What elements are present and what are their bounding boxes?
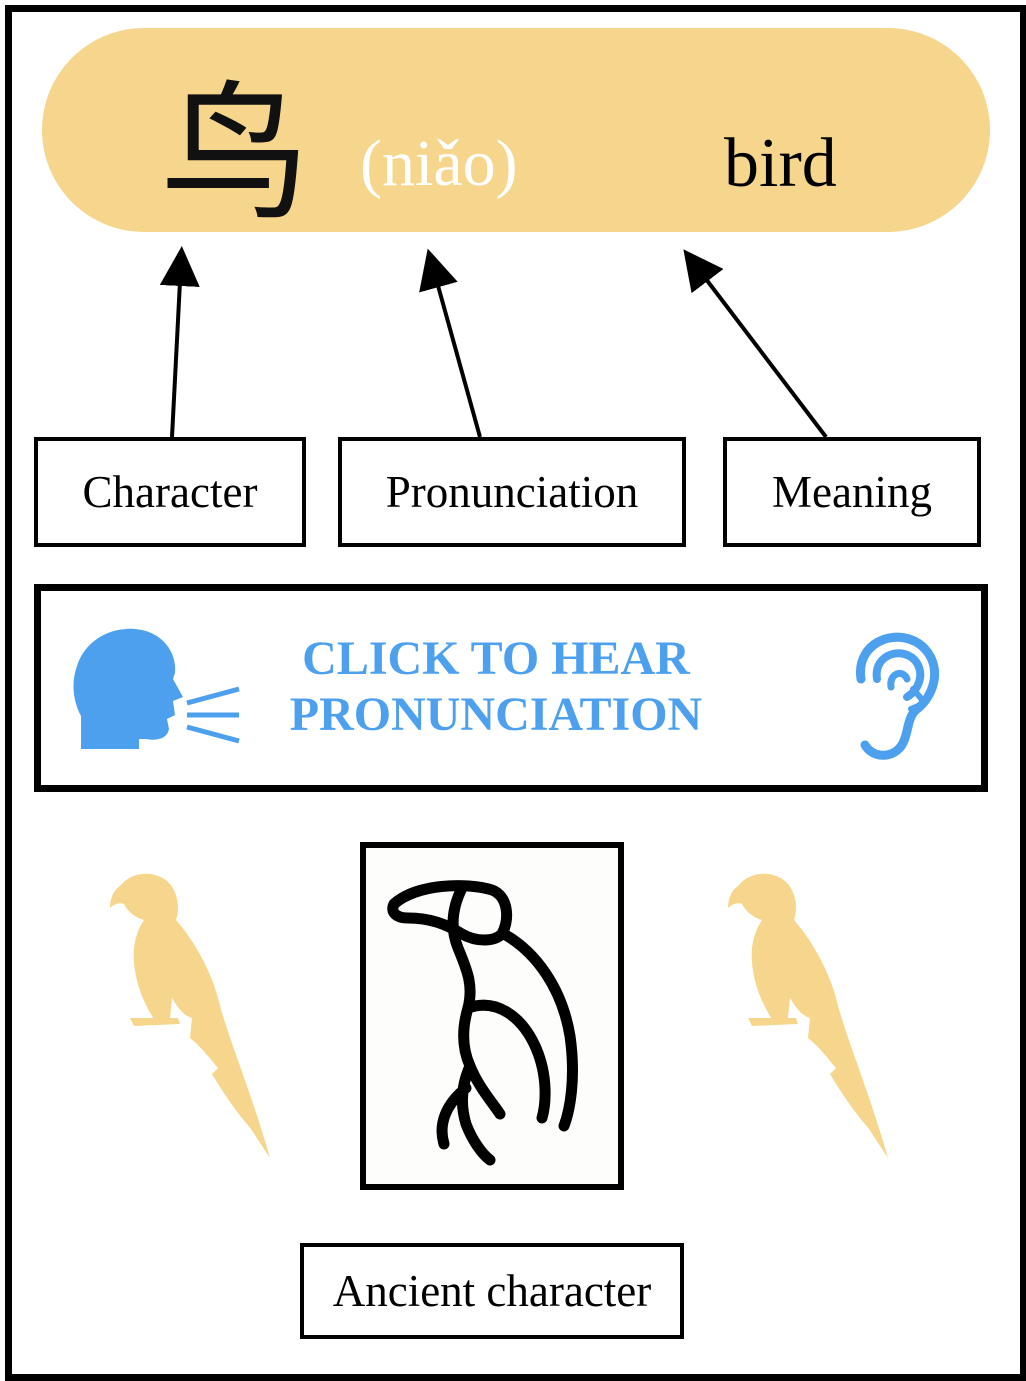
parrot-icon — [728, 873, 888, 1158]
hanzi-character: 鸟 — [160, 68, 311, 242]
label-meaning: Meaning — [723, 437, 981, 547]
hear-line-1: CLICK TO HEAR — [302, 632, 690, 685]
ancient-character-image — [360, 842, 624, 1190]
label-character: Character — [34, 437, 306, 547]
meaning-text: bird — [724, 125, 837, 202]
character-banner: 鸟 (niǎo) bird — [42, 28, 990, 232]
speaking-head-icon — [73, 628, 240, 749]
hear-pronunciation-label: CLICK TO HEAR PRONUNCIATION — [241, 631, 751, 743]
label-ancient-character: Ancient character — [300, 1243, 684, 1339]
hear-pronunciation-button[interactable]: CLICK TO HEAR PRONUNCIATION — [34, 584, 988, 792]
oracle-bone-bird-glyph — [387, 880, 578, 1166]
ear-icon — [856, 632, 939, 760]
parrot-icon — [110, 873, 270, 1158]
label-pronunciation: Pronunciation — [338, 437, 686, 547]
page-frame — [5, 5, 1026, 1381]
hear-line-2: PRONUNCIATION — [289, 688, 703, 741]
pinyin-text: (niǎo) — [360, 127, 518, 200]
